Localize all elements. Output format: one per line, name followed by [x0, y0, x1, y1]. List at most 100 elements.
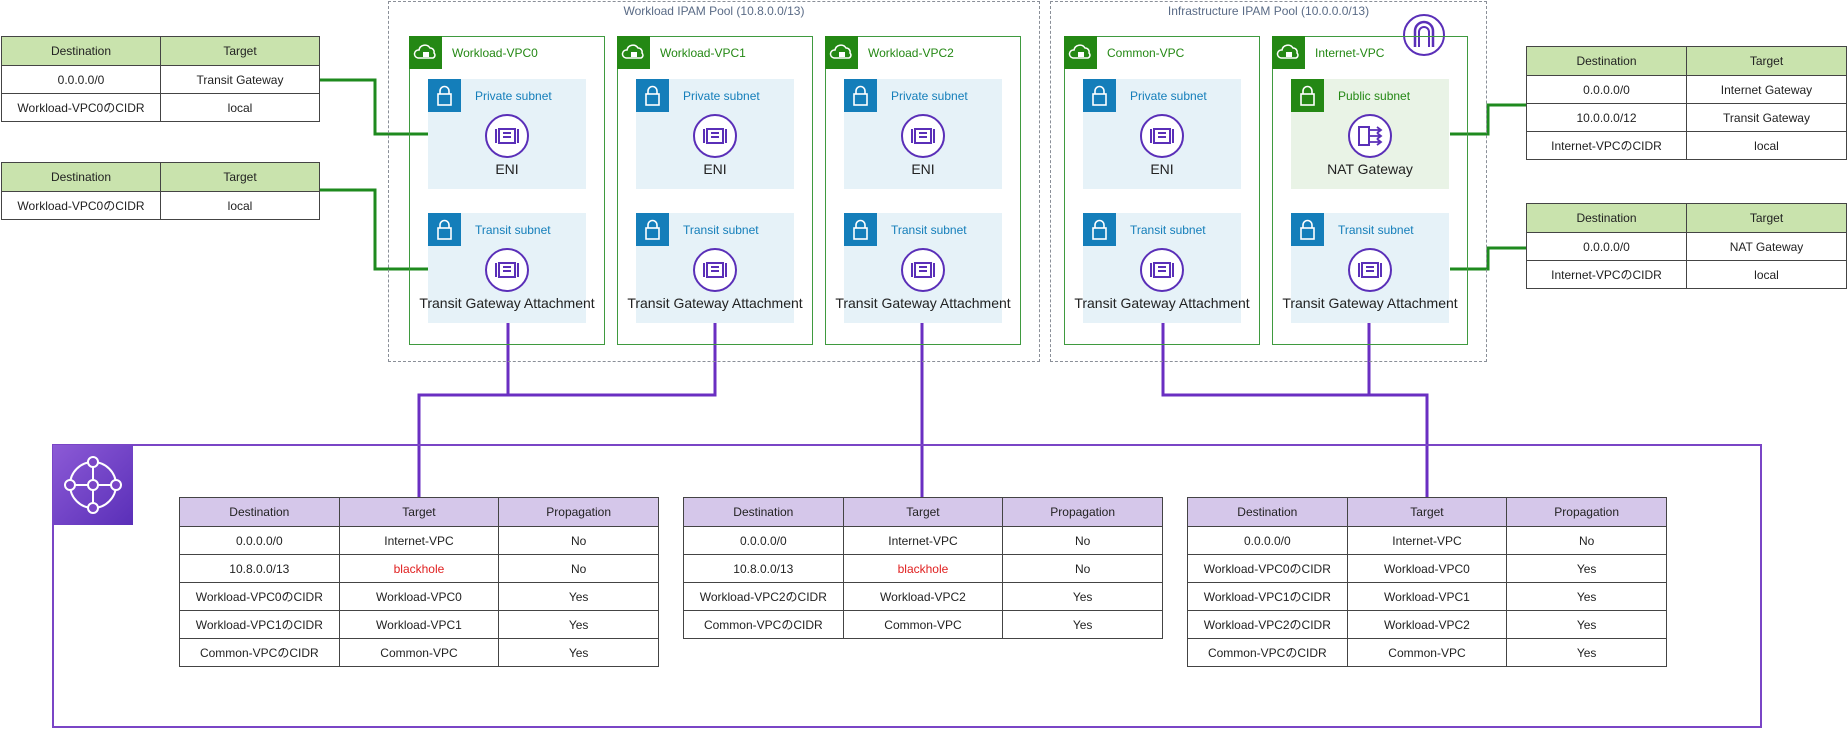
table-cell: Workload-VPC0のCIDR: [1187, 554, 1348, 583]
table-cell: 10.0.0.0/12: [1526, 103, 1687, 132]
table-cell: Internet-VPCのCIDR: [1526, 131, 1687, 160]
vpc-workload-vpc1: Workload-VPC1 Private subnet ENI Transit…: [617, 36, 813, 345]
column-header: Destination: [683, 497, 844, 527]
network-interface-icon: [1140, 248, 1184, 292]
table-cell: Workload-VPC1: [338, 610, 500, 639]
resource-label: ENI: [495, 161, 519, 177]
private-subnet: Private subnet ENI: [636, 79, 794, 189]
padlock-icon: [1083, 79, 1116, 112]
subnet-label: Transit subnet: [475, 223, 551, 237]
column-header: Destination: [1526, 203, 1687, 233]
table-cell: Workload-VPC0: [1346, 554, 1508, 583]
vpc-internet-vpc: Internet-VPC Public subnet NAT Gateway T…: [1272, 36, 1468, 345]
private-subnet: Private subnet ENI: [428, 79, 586, 189]
column-header: Target: [1686, 46, 1847, 76]
table-cell: Internet-VPC: [842, 526, 1004, 555]
connector-nat-rt2: [1450, 103, 1526, 136]
resource-label: Transit Gateway Attachment: [419, 295, 595, 311]
table-cell: Yes: [1506, 638, 1667, 667]
connector-vpc1-tgw: [417, 290, 717, 497]
table-cell: 0.0.0.0/0: [683, 526, 844, 555]
subnet-label: Transit subnet: [891, 223, 967, 237]
table-cell: No: [1002, 526, 1163, 555]
vpc-common-vpc: Common-VPC Private subnet ENI Transit su…: [1064, 36, 1260, 345]
network-interface-icon: [693, 114, 737, 158]
column-header: Target: [842, 497, 1004, 527]
network-interface-icon: [485, 248, 529, 292]
table-cell: Yes: [498, 582, 659, 611]
table-cell: Workload-VPC0のCIDR: [179, 582, 340, 611]
column-header: Target: [338, 497, 500, 527]
table-cell: Workload-VPC2: [1346, 610, 1508, 639]
padlock-icon: [636, 79, 669, 112]
table-cell: Internet-VPCのCIDR: [1526, 260, 1687, 289]
table-cell: 0.0.0.0/0: [1526, 75, 1687, 104]
private-subnet: Private subnet ENI: [844, 79, 1002, 189]
table-cell: Yes: [1506, 582, 1667, 611]
table-cell: Common-VPC: [842, 610, 1004, 639]
padlock-icon: [844, 79, 877, 112]
resource-label: NAT Gateway: [1327, 161, 1413, 177]
cloud-lock-icon: [825, 36, 858, 69]
table-cell: Yes: [1506, 554, 1667, 583]
pool-label: Workload IPAM Pool (10.8.0.0/13): [623, 4, 805, 18]
subnet-label: Private subnet: [475, 89, 552, 103]
internet-gateway-icon: [1403, 14, 1445, 56]
table-cell: Workload-VPC2のCIDR: [1187, 610, 1348, 639]
table-cell: Workload-VPC1のCIDR: [179, 610, 340, 639]
table-cell: Workload-VPC2のCIDR: [683, 582, 844, 611]
table-cell: Yes: [498, 638, 659, 667]
private-subnet: Private subnet ENI: [1083, 79, 1241, 189]
column-header: Destination: [179, 497, 340, 527]
column-header: Propagation: [1002, 497, 1163, 527]
column-header: Propagation: [498, 497, 659, 527]
nat-gateway-icon: [1348, 114, 1392, 158]
table-cell: No: [1506, 526, 1667, 555]
cloud-lock-icon: [1064, 36, 1097, 69]
pool-label: Infrastructure IPAM Pool (10.0.0.0/13): [1167, 4, 1370, 18]
network-interface-icon: [485, 114, 529, 158]
resource-label: Transit Gateway Attachment: [1282, 295, 1458, 311]
resource-label: ENI: [1150, 161, 1174, 177]
table-cell: Internet-VPC: [338, 526, 500, 555]
table-cell: Workload-VPC1のCIDR: [1187, 582, 1348, 611]
subnet-label: Private subnet: [683, 89, 760, 103]
table-cell: local: [1686, 260, 1847, 289]
subnet-label: Transit subnet: [1338, 223, 1414, 237]
table-cell: Workload-VPC0: [338, 582, 500, 611]
subnet-label: Public subnet: [1338, 89, 1411, 103]
public-subnet: Public subnet NAT Gateway: [1291, 79, 1449, 189]
column-header: Target: [160, 162, 320, 192]
column-header: Propagation: [1506, 497, 1667, 527]
table-cell: local: [1686, 131, 1847, 160]
table-cell: Workload-VPC1: [1346, 582, 1508, 611]
vpc-label: Workload-VPC1: [660, 46, 746, 60]
table-cell: 10.8.0.0/13: [683, 554, 844, 583]
padlock-icon: [1083, 213, 1116, 246]
transit-gateway: [52, 444, 1762, 728]
network-interface-icon: [901, 114, 945, 158]
table-cell: Common-VPC: [338, 638, 500, 667]
transit-subnet: Transit subnet Transit Gateway Attachmen…: [1074, 213, 1250, 323]
table-cell: Transit Gateway: [160, 65, 320, 94]
padlock-icon: [1291, 213, 1324, 246]
resource-label: Transit Gateway Attachment: [1074, 295, 1250, 311]
vpc-workload-vpc2: Workload-VPC2 Private subnet ENI Transit…: [825, 36, 1021, 345]
padlock-icon: [1291, 79, 1324, 112]
network-interface-icon: [901, 248, 945, 292]
